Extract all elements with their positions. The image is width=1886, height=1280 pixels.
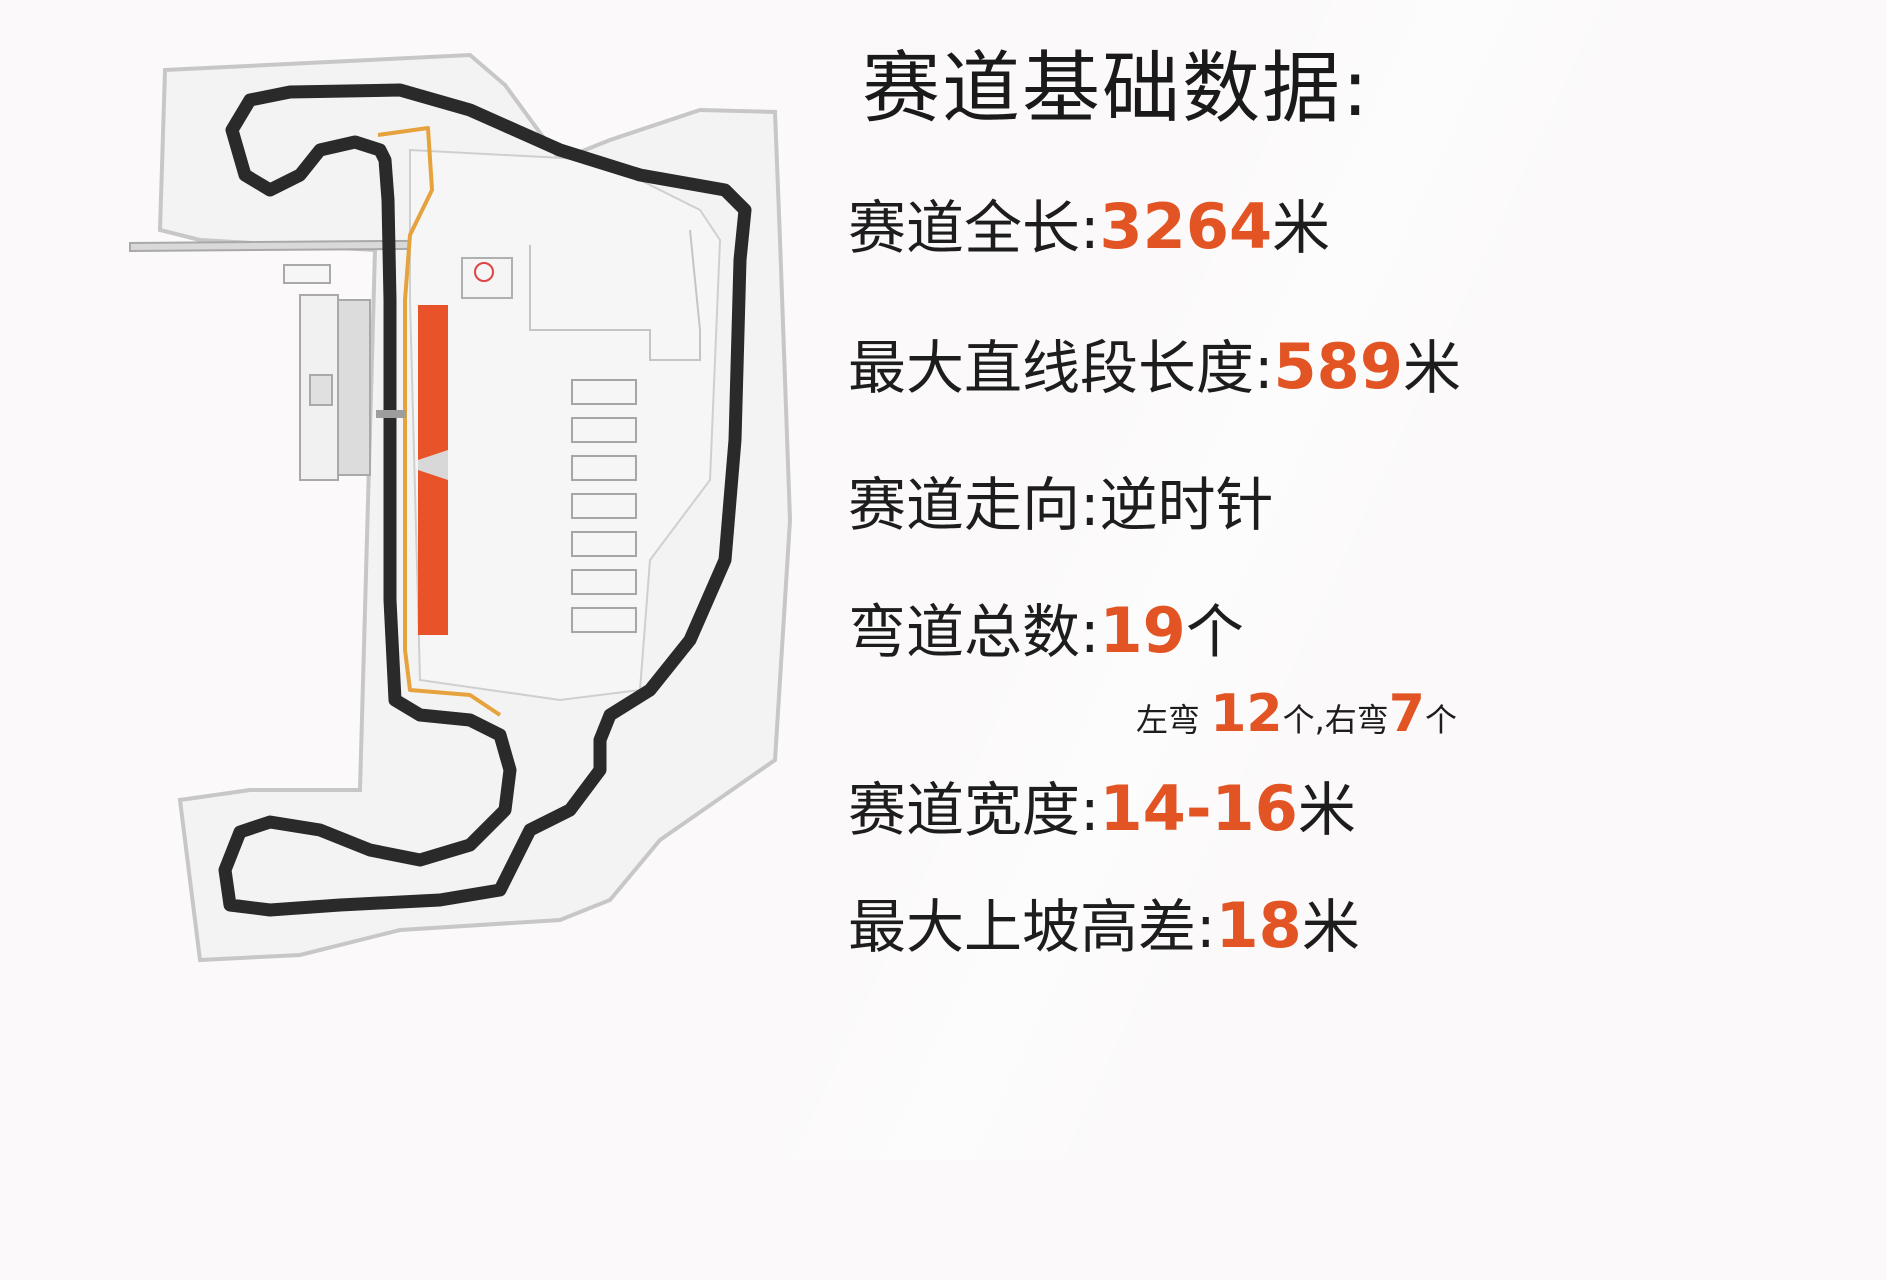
- stat-direction: 赛道走向:逆时针: [848, 476, 1274, 534]
- stat-elevation-value: 18: [1215, 889, 1302, 962]
- grandstand-marker: [418, 450, 448, 480]
- background-highlight: [728, 0, 1628, 1160]
- stat-straight-label: 最大直线段长度:: [848, 334, 1274, 402]
- right-corners-unit: 个: [1424, 701, 1457, 739]
- stat-straight-unit: 米: [1402, 334, 1461, 402]
- right-corners-label: 右弯: [1324, 701, 1389, 739]
- stat-straight: 最大直线段长度:589米: [848, 336, 1461, 398]
- stat-corners: 弯道总数:19个: [848, 600, 1244, 662]
- stat-length: 赛道全长:3264米: [848, 196, 1330, 258]
- stat-straight-value: 589: [1273, 330, 1403, 403]
- stat-width-unit: 米: [1297, 776, 1356, 844]
- left-corners-value: 12: [1210, 684, 1283, 744]
- pit-lane: [377, 126, 502, 717]
- left-corners-unit: 个,: [1282, 701, 1325, 739]
- start-finish-bridge: [376, 410, 406, 418]
- main-grandstand-left: [283, 264, 371, 481]
- stat-length-value: 3264: [1099, 190, 1273, 263]
- stat-direction-value: 逆时针: [1099, 471, 1274, 539]
- inner-building: [529, 229, 701, 361]
- stat-width: 赛道宽度:14-16米: [848, 778, 1356, 840]
- stat-width-value: 14-16: [1099, 772, 1298, 845]
- stat-corners-value: 19: [1099, 594, 1186, 667]
- stat-elevation: 最大上坡高差:18米: [848, 895, 1360, 957]
- stat-length-unit: 米: [1272, 194, 1331, 262]
- stat-length-label: 赛道全长:: [848, 194, 1100, 262]
- stat-elevation-label: 最大上坡高差:: [848, 893, 1216, 961]
- left-corners-label: 左弯: [1136, 701, 1201, 739]
- stat-corners-detail: 左弯 12个,右弯7个: [1136, 688, 1457, 740]
- page-title: 赛道基础数据:: [862, 44, 1371, 134]
- garage-blocks: [571, 379, 637, 633]
- stat-corners-label: 弯道总数:: [848, 598, 1100, 666]
- stat-corners-unit: 个: [1185, 598, 1244, 666]
- stat-elevation-unit: 米: [1301, 893, 1360, 961]
- circuit-map: [129, 52, 793, 963]
- helipad-icon: [461, 257, 513, 299]
- race-track: [218, 83, 752, 917]
- stat-width-label: 赛道宽度:: [848, 776, 1100, 844]
- stat-direction-label: 赛道走向:: [848, 471, 1100, 539]
- right-corners-value: 7: [1388, 684, 1425, 744]
